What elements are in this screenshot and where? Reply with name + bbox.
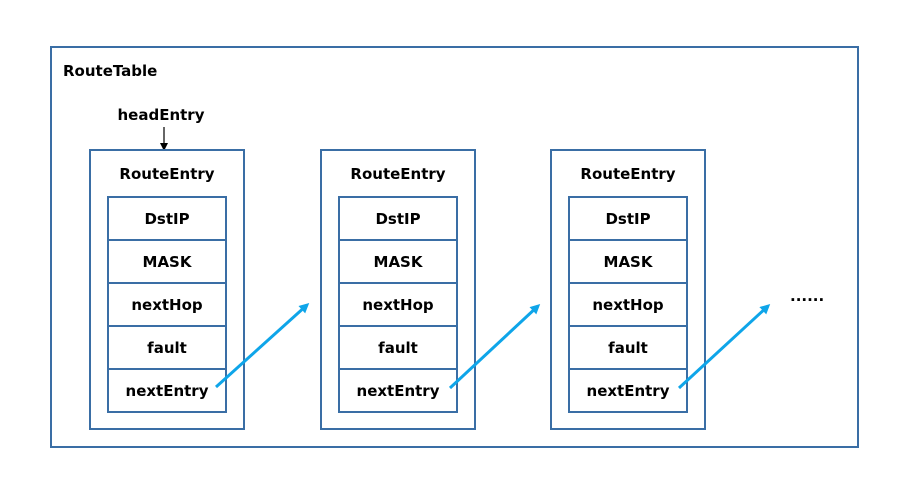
route-entry-2-field-nextentry <box>338 368 458 413</box>
route-entry-2-field-nexthop-label: nextHop <box>362 296 434 314</box>
route-entry-1-field-fault-label: fault <box>147 339 187 357</box>
route-entry-2-field-fault-label: fault <box>378 339 418 357</box>
continuation-ellipsis: ...... <box>790 287 824 305</box>
route-entry-3-title: RouteEntry <box>580 165 675 183</box>
route-entry-3-field-nexthop-label: nextHop <box>592 296 664 314</box>
route-entry-1: RouteEntry DstIP MASK nextHop fault next… <box>89 149 245 430</box>
next-entry-arrow-1 <box>214 302 310 389</box>
route-entry-1-field-nextentry <box>107 368 227 413</box>
head-entry-label: headEntry <box>118 106 205 124</box>
route-table-frame <box>50 46 859 448</box>
route-entry-3-field-nextentry <box>568 368 688 413</box>
route-entry-2-title: RouteEntry <box>350 165 445 183</box>
route-entry-1-field-nextentry-label: nextEntry <box>126 382 209 400</box>
route-entry-3-field-dstip-label: DstIP <box>605 210 650 228</box>
route-entry-2: RouteEntry DstIP MASK nextHop fault next… <box>320 149 476 430</box>
route-entry-1-frame <box>89 149 245 430</box>
route-entry-3: RouteEntry DstIP MASK nextHop fault next… <box>550 149 706 430</box>
route-entry-2-frame <box>320 149 476 430</box>
next-entry-arrow-2 <box>448 303 541 390</box>
route-entry-2-field-mask-label: MASK <box>374 253 424 271</box>
next-entry-arrow-3 <box>677 303 771 390</box>
route-entry-1-title: RouteEntry <box>119 165 214 183</box>
route-entry-3-frame <box>550 149 706 430</box>
route-entry-1-field-nexthop-label: nextHop <box>131 296 203 314</box>
route-entry-1-field-mask-label: MASK <box>143 253 193 271</box>
route-entry-1-field-dstip-label: DstIP <box>144 210 189 228</box>
route-entry-3-field-fault-label: fault <box>608 339 648 357</box>
route-entry-2-field-nextentry-label: nextEntry <box>357 382 440 400</box>
route-table-title: RouteTable <box>63 62 157 80</box>
route-entry-2-field-dstip-label: DstIP <box>375 210 420 228</box>
route-entry-3-field-mask-label: MASK <box>604 253 654 271</box>
route-entry-3-field-nextentry-label: nextEntry <box>587 382 670 400</box>
